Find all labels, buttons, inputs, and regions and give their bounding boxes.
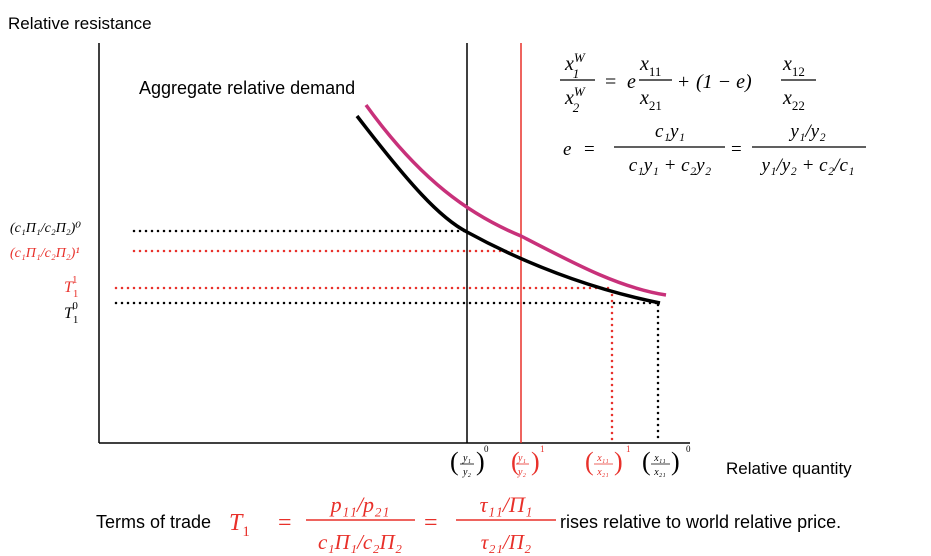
- svg-text:x₁₁: x₁₁: [653, 453, 665, 464]
- y-ratio0-label: ( y₁ y₂ ) 0: [450, 444, 489, 478]
- svg-text:(: (: [511, 447, 520, 476]
- svg-text:y₁: y₁: [517, 453, 526, 464]
- svg-text:y₁: y₁: [462, 453, 471, 464]
- demand-curve-shifted: [364, 103, 667, 297]
- svg-text:=: =: [584, 139, 595, 160]
- svg-text:xW2: xW2: [564, 84, 586, 115]
- caption-frac2-den: τ₂₁/Π₂: [481, 530, 531, 554]
- svg-text:x₂₁: x₂₁: [596, 467, 608, 478]
- T1-label: T11: [64, 274, 78, 300]
- svg-text:): ): [671, 447, 680, 476]
- svg-text:x12: x12: [782, 53, 805, 79]
- svg-text:y₁/y₂ + c₂/c₁: y₁/y₂ + c₂/c₁: [759, 155, 854, 176]
- caption-T: T1: [229, 510, 250, 540]
- svg-text:x22: x22: [782, 87, 805, 113]
- svg-text:(: (: [585, 447, 594, 476]
- caption-frac1-num: p₁₁/p₂₁: [329, 492, 390, 517]
- svg-text:1: 1: [626, 444, 631, 454]
- svg-text:x₁₁: x₁₁: [596, 453, 608, 464]
- caption: Terms of trade T1 = p₁₁/p₂₁ c₁Π₁/c₂Π₂ = …: [96, 492, 841, 554]
- svg-text:+: +: [678, 71, 689, 93]
- svg-text:y₂: y₂: [517, 467, 526, 478]
- svg-text:e: e: [563, 139, 571, 160]
- svg-text:): ): [614, 447, 623, 476]
- svg-text:=: =: [731, 139, 742, 160]
- price1-label: (c₁Π₁/c₂Π₂)¹: [10, 246, 80, 261]
- x-ratio1-label: ( x₁₁ x₂₁ ) 1: [585, 444, 631, 478]
- svg-text:y₂: y₂: [462, 467, 471, 478]
- svg-text:): ): [476, 447, 485, 476]
- y-ratio1-label: ( y₁ y₂ ) 1: [511, 444, 545, 478]
- demand-curve-original: [355, 114, 661, 305]
- svg-text:x21: x21: [639, 87, 662, 113]
- caption-suffix: rises relative to world relative price.: [560, 512, 841, 532]
- svg-text:1: 1: [540, 444, 545, 454]
- svg-text:(: (: [450, 447, 459, 476]
- svg-text:): ): [531, 447, 540, 476]
- demand-curve-label: Aggregate relative demand: [139, 78, 355, 98]
- svg-text:c₁y₁: c₁y₁: [655, 121, 685, 142]
- y-axis-label: Relative resistance: [8, 14, 152, 33]
- svg-text:c₁y₁ + c₂y₂: c₁y₁ + c₂y₂: [629, 155, 712, 176]
- svg-text:e: e: [627, 71, 636, 93]
- price0-label: (c₁Π₁/c₂Π₂)⁰: [10, 221, 81, 236]
- svg-text:y₁/y₂: y₁/y₂: [788, 121, 826, 142]
- svg-text:=: =: [605, 71, 616, 93]
- svg-text:x11: x11: [639, 53, 661, 79]
- svg-text:0: 0: [686, 444, 691, 454]
- x-ratio0-label: ( x₁₁ x₂₁ ) 0: [642, 444, 691, 478]
- svg-text:x₂₁: x₂₁: [653, 467, 665, 478]
- caption-eq2: =: [424, 510, 438, 536]
- svg-text:xW1: xW1: [564, 50, 586, 81]
- svg-text:0: 0: [484, 444, 489, 454]
- caption-frac1-den: c₁Π₁/c₂Π₂: [318, 530, 402, 554]
- T0-label: T10: [64, 300, 78, 326]
- caption-frac2-num: τ₁₁/Π₁: [480, 492, 533, 517]
- equation-e: e = c₁y₁ c₁y₁ + c₂y₂ = y₁/y₂ y₁/y₂ + c₂/…: [563, 121, 866, 176]
- svg-text:(: (: [642, 447, 651, 476]
- x-axis-label: Relative quantity: [726, 459, 852, 478]
- svg-text:(1 − e): (1 − e): [696, 71, 752, 93]
- caption-prefix: Terms of trade: [96, 512, 211, 532]
- caption-eq1: =: [278, 510, 292, 536]
